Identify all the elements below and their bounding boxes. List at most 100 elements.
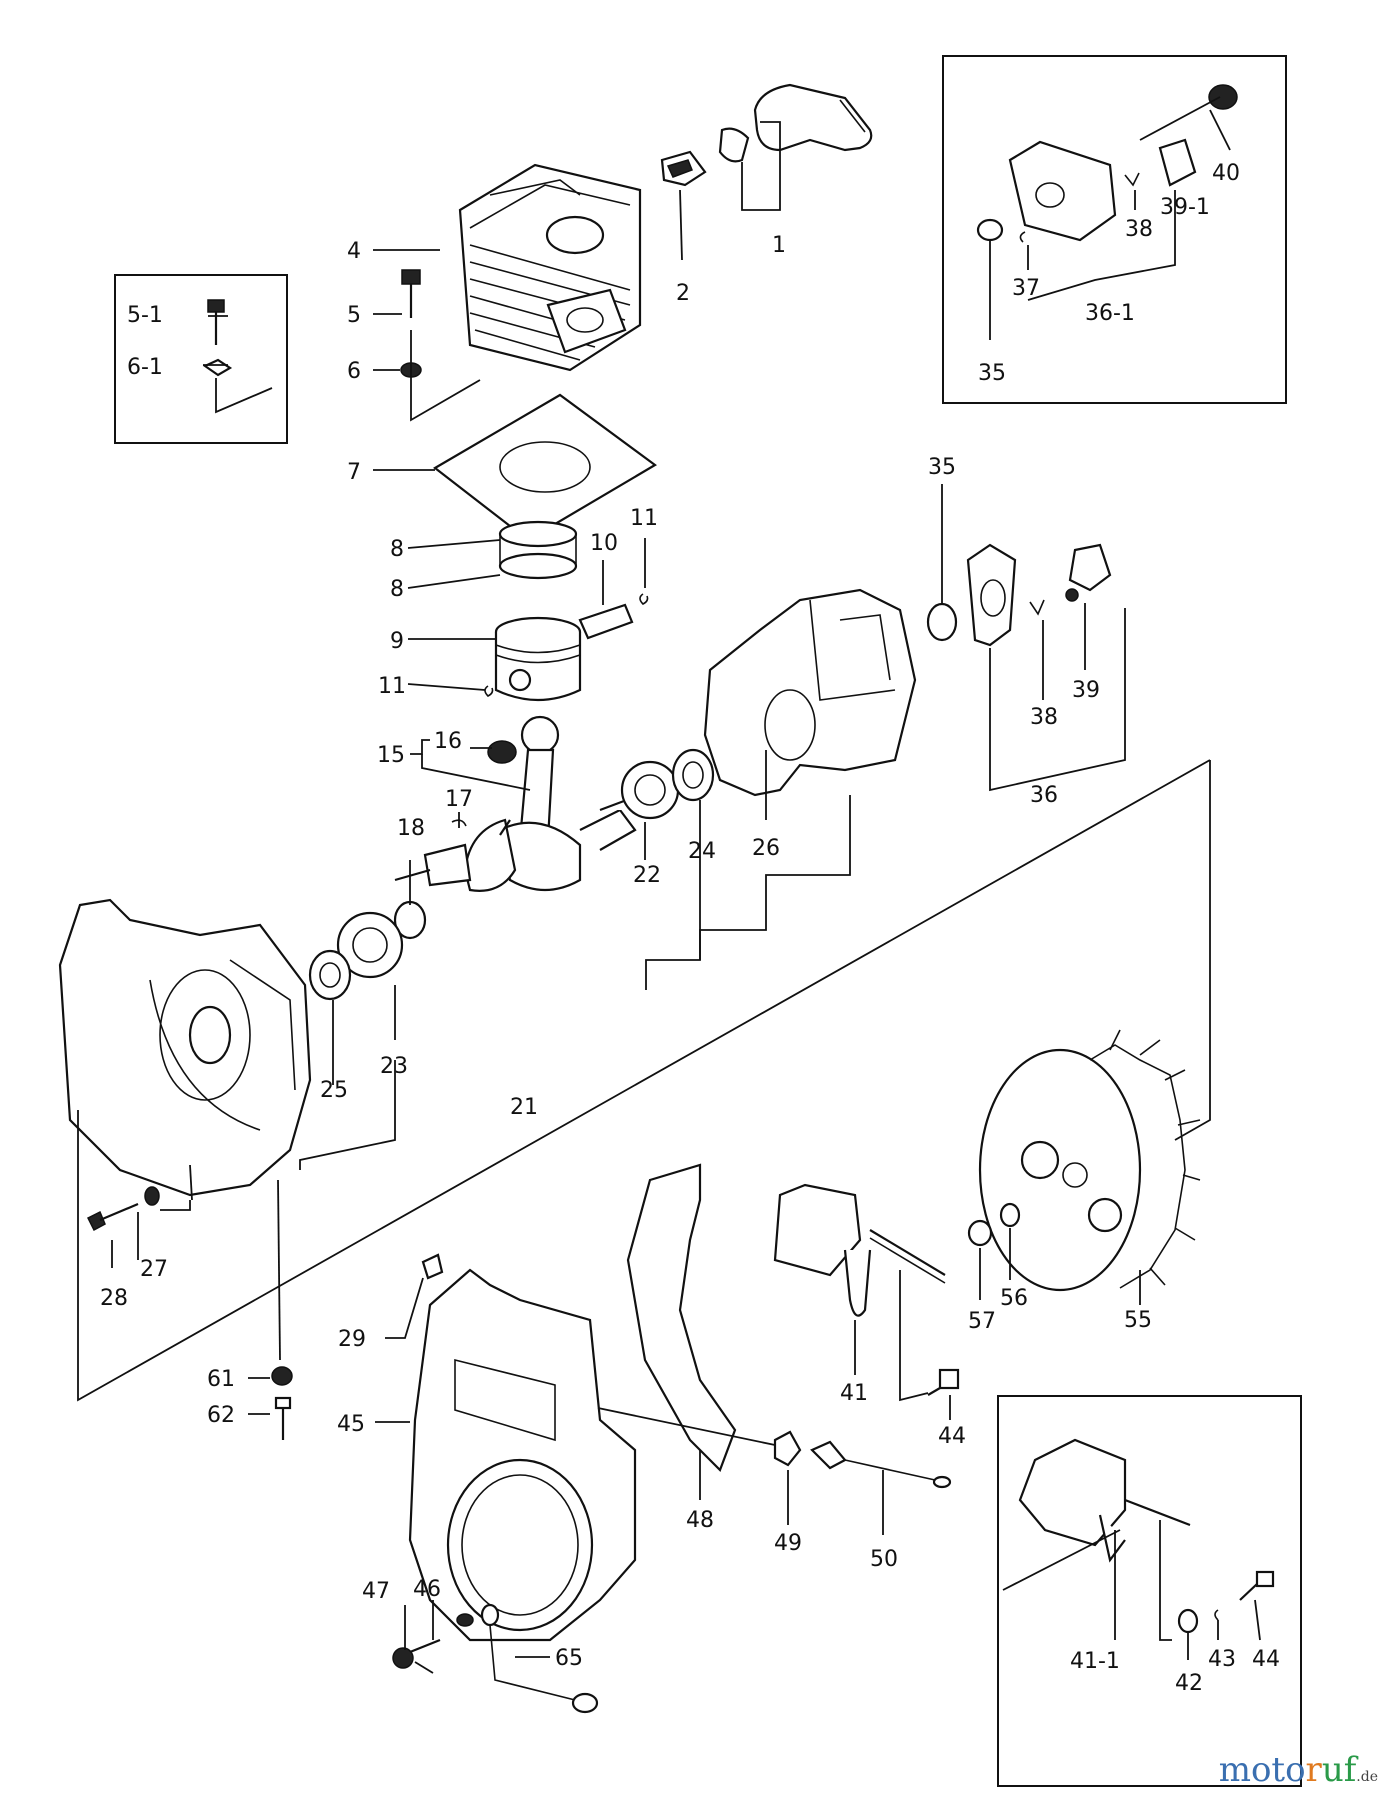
part-label: 28: [100, 1286, 128, 1311]
spring-clip-icon: [1214, 1609, 1219, 1621]
part-label: 61: [207, 1367, 235, 1392]
part-labels: 1 2 4 5-1 5 6-1 6 7 8 8 9 10 11 11 15 16…: [100, 161, 1280, 1696]
nut-icon: [1208, 84, 1238, 110]
washer-icon: [926, 602, 958, 642]
part-label: 7: [347, 460, 361, 485]
part-label: 8: [390, 537, 404, 562]
nut-icon: [271, 1366, 293, 1386]
grommet-icon: [773, 1430, 802, 1467]
washer-icon: [1177, 1608, 1199, 1634]
watermark-logo: motoruf.de: [1219, 1750, 1378, 1790]
nut-icon: [967, 1219, 993, 1247]
washer-icon: [999, 1202, 1021, 1228]
part-label: 10: [590, 531, 618, 556]
part-label: 38: [1125, 217, 1153, 242]
part-label: 9: [390, 629, 404, 654]
watermark-part: uf: [1321, 1750, 1357, 1790]
part-label: 62: [207, 1403, 235, 1428]
part-label: 35: [928, 455, 956, 480]
crankshaft-icon: [394, 715, 651, 892]
part-label: 55: [1124, 1308, 1152, 1333]
woodruff-key-icon: [451, 819, 467, 827]
part-label: 6: [347, 359, 361, 384]
part-label: 35: [978, 361, 1006, 386]
bolt-icon: [401, 269, 421, 318]
part-label: 22: [633, 863, 661, 888]
stop-wire-icon: [810, 1440, 952, 1489]
air-guide-plate-icon: [626, 1163, 737, 1472]
inset-box-ignition: [942, 55, 1287, 404]
needle-bearing-icon: [487, 740, 517, 764]
part-label: 41: [840, 1381, 868, 1406]
washer-icon: [144, 1186, 160, 1206]
part-label: 48: [686, 1508, 714, 1533]
ball-bearing-icon: [620, 760, 680, 820]
circlip-icon: [484, 685, 494, 697]
part-label: 45: [337, 1412, 365, 1437]
oil-seal-icon: [308, 949, 352, 1001]
part-label: 49: [774, 1531, 802, 1556]
spark-plug-icon: [660, 150, 707, 187]
part-label: 42: [1175, 1671, 1203, 1696]
ignition-module-icon: [966, 543, 1017, 647]
part-label: 5-1: [127, 303, 163, 328]
crankcase-half-icon: [703, 588, 917, 797]
cylinder-icon: [458, 163, 642, 372]
part-label: 17: [445, 787, 473, 812]
part-label: 57: [968, 1309, 996, 1334]
ignition-module-icon: [1008, 140, 1117, 242]
part-label: 39-1: [1160, 195, 1210, 220]
watermark-suffix: .de: [1356, 1769, 1378, 1785]
part-label: 40: [1212, 161, 1240, 186]
crankcase-half-icon: [58, 898, 312, 1197]
cylinder-gasket-icon: [433, 393, 657, 542]
part-label: 27: [140, 1257, 168, 1282]
part-label: 6-1: [127, 355, 163, 380]
part-label: 1: [772, 233, 786, 258]
spring-clip-icon: [1124, 172, 1140, 187]
piston-icon: [494, 616, 582, 702]
part-label: 44: [1252, 1647, 1280, 1672]
circlip-icon: [639, 593, 649, 605]
part-label: 5: [347, 303, 361, 328]
part-label: 18: [397, 816, 425, 841]
part-label: 21: [510, 1095, 538, 1120]
part-label: 23: [380, 1054, 408, 1079]
clip-icon: [421, 1253, 444, 1280]
washer-icon: [456, 1613, 474, 1627]
part-label: 50: [870, 1547, 898, 1572]
watermark-part: moto: [1218, 1750, 1306, 1790]
watermark-part: r: [1305, 1750, 1322, 1790]
part-label: 39: [1072, 678, 1100, 703]
part-label: 56: [1000, 1286, 1028, 1311]
part-label: 4: [347, 239, 361, 264]
bolt-icon: [274, 1396, 292, 1440]
piston-ring-icon: [498, 520, 578, 580]
washer-icon: [976, 218, 1004, 242]
ball-bearing-icon: [336, 911, 404, 979]
screw-icon: [927, 1368, 960, 1396]
part-label: 37: [1012, 276, 1040, 301]
screw-icon: [392, 1638, 441, 1669]
switch-icon: [1158, 138, 1197, 187]
piston-pin-icon: [578, 603, 634, 640]
screw-icon: [1239, 1570, 1275, 1601]
switch-icon: [1065, 543, 1112, 602]
part-label: 29: [338, 1327, 366, 1352]
part-label: 46: [413, 1577, 441, 1602]
part-label: 36-1: [1085, 301, 1135, 326]
part-label: 11: [378, 674, 406, 699]
oil-seal-icon: [671, 748, 715, 802]
part-label: 16: [434, 729, 462, 754]
part-label: 38: [1030, 705, 1058, 730]
part-label: 41-1: [1070, 1649, 1120, 1674]
leader-lines: [77, 96, 1261, 1674]
inset-bolt-icon: [207, 299, 225, 345]
flywheel-icon: [978, 1029, 1201, 1292]
ground-wire-icon: [480, 1603, 599, 1714]
spring-clip-icon: [1029, 599, 1045, 616]
part-label: 65: [555, 1646, 583, 1671]
bolt-icon: [86, 1202, 139, 1232]
part-label: 44: [938, 1424, 966, 1449]
